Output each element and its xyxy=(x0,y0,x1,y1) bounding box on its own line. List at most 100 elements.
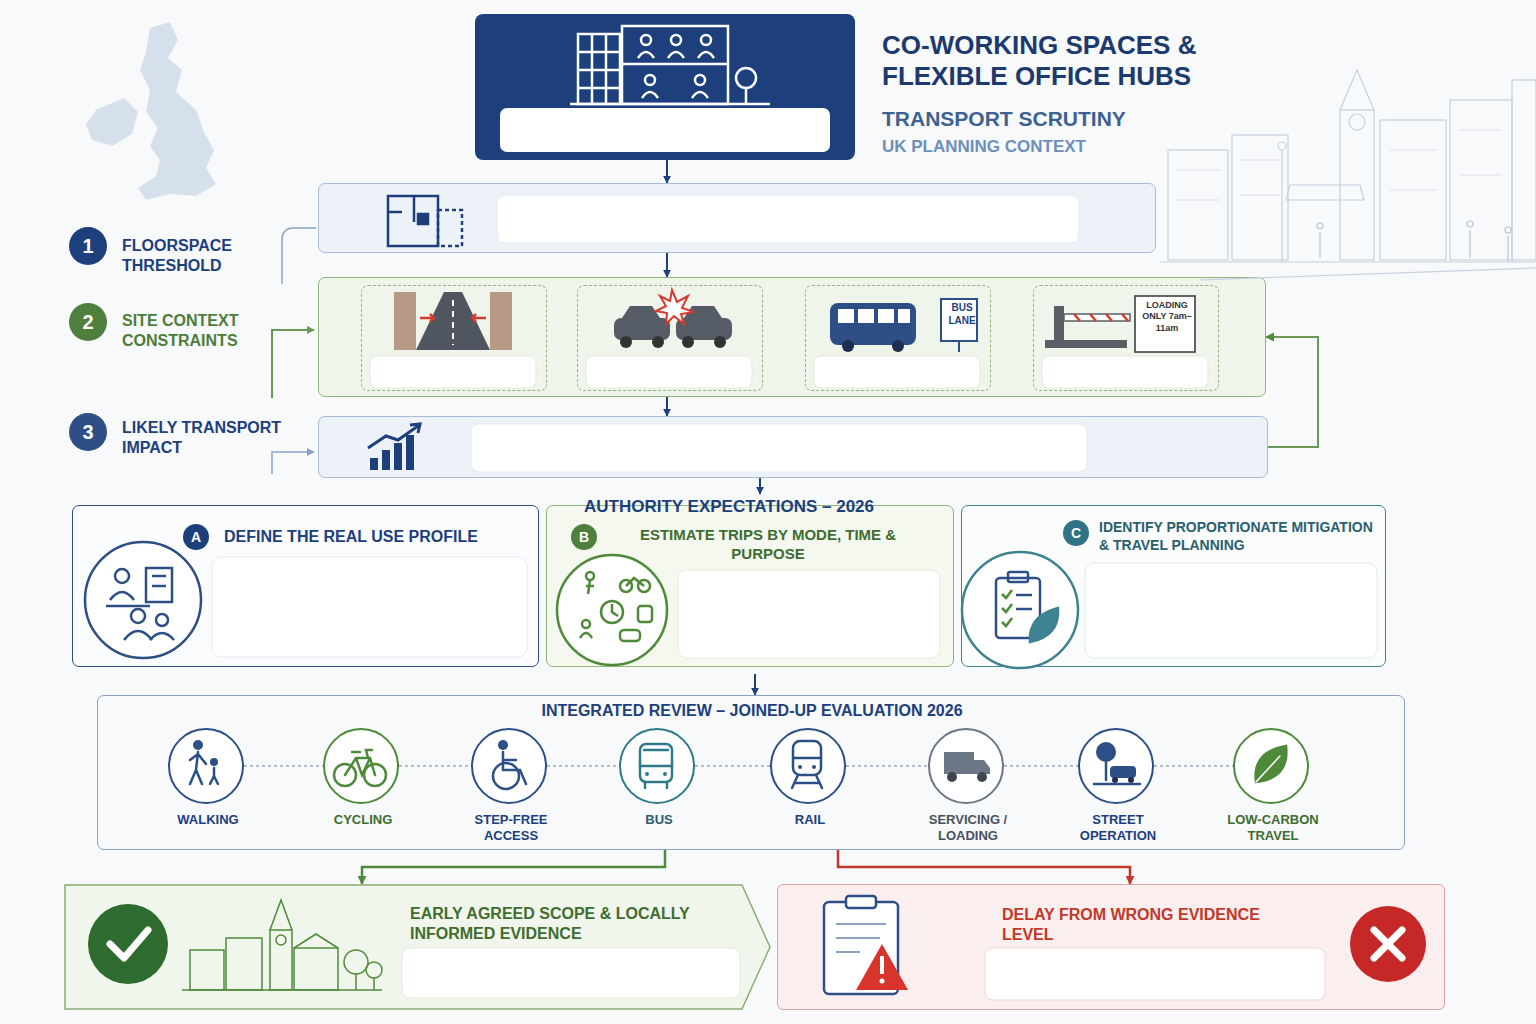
label-leaders xyxy=(272,452,314,474)
expectation-icons xyxy=(106,605,150,608)
expectation-icons xyxy=(152,575,166,578)
site-constraint-icons xyxy=(892,340,904,352)
outcome-icons xyxy=(846,896,876,908)
expectation-icons xyxy=(586,572,594,580)
expectation-icons xyxy=(1002,590,1012,626)
outcome-icons xyxy=(985,948,1325,1000)
mode-icons xyxy=(645,772,649,776)
street-sketch xyxy=(1390,189,1436,190)
hub-building-icon xyxy=(622,63,728,66)
site-constraint-icons xyxy=(898,309,910,323)
street-sketch xyxy=(1176,169,1220,170)
mode-icons xyxy=(812,765,816,769)
expectation-icons xyxy=(580,633,592,638)
flow-connector xyxy=(547,765,619,767)
hub-building-icon xyxy=(578,34,620,104)
label-leaders xyxy=(282,228,316,284)
floorplan-icon xyxy=(497,195,1079,243)
street-sketch xyxy=(1505,227,1511,233)
floorplan-icon xyxy=(418,214,428,224)
step-letter-badge: C xyxy=(1063,520,1089,546)
expectation-icons xyxy=(678,570,940,658)
site-constraint-icons xyxy=(416,292,490,350)
hub-building-icon xyxy=(698,52,714,58)
street-sketch xyxy=(1319,232,1320,258)
node-label: RAIL xyxy=(753,812,867,828)
outcome-icons xyxy=(880,979,885,984)
impact-band: LIKELY TRANSPORT IMPACT xyxy=(318,416,1268,478)
flow-connector xyxy=(666,160,668,183)
street-sketch xyxy=(1200,268,1536,280)
outcome-icons xyxy=(294,934,338,948)
node-label: DELAY FROM WRONG EVIDENCE LEVEL xyxy=(1002,905,1262,945)
expectation-icons xyxy=(110,592,134,600)
outcome-icons xyxy=(276,935,286,945)
mode-icons xyxy=(644,749,668,752)
expectation-icons xyxy=(1008,572,1028,582)
chevron-outline xyxy=(64,884,772,1010)
expectation-icons xyxy=(115,569,129,583)
impact-chart-icon xyxy=(410,424,420,433)
step-letter-badge: A xyxy=(183,524,209,550)
hub-building-icon xyxy=(641,35,651,45)
hub-header-box xyxy=(475,14,855,160)
expectation-box: BESTIMATE TRIPS BY MODE, TIME & PURPOSE xyxy=(546,505,954,667)
outcome-icons xyxy=(344,950,368,974)
node-label: DEFINE THE REAL USE PROFILE xyxy=(224,527,524,547)
expectation-icons xyxy=(586,580,594,594)
outcome-icons xyxy=(270,900,292,930)
flow-connector xyxy=(1266,337,1318,447)
outcome-icons xyxy=(355,974,357,990)
site-constraint-icons xyxy=(682,336,694,348)
mode-icons xyxy=(944,752,974,774)
street-sketch xyxy=(1450,100,1512,260)
mode-circle: STREET OPERATION xyxy=(1078,728,1154,804)
hub-building-icon xyxy=(500,108,830,152)
flow-connector xyxy=(695,765,770,767)
mode-circle: RAIL xyxy=(770,728,846,804)
constraint-box: BUS LANE xyxy=(805,285,991,391)
success-outcome: EARLY AGREED SCOPE & LOCALLY INFORMED EV… xyxy=(64,884,772,1010)
mode-icons xyxy=(1096,742,1116,762)
hub-building-icon xyxy=(642,92,658,98)
floorplan-icon xyxy=(388,195,1079,246)
impact-chart-icon xyxy=(406,435,414,470)
outcome-icons xyxy=(836,937,880,939)
mode-icons xyxy=(210,758,218,766)
site-constraint-icons xyxy=(830,303,916,345)
node-label: ESTIMATE TRIPS BY MODE, TIME & PURPOSE xyxy=(637,526,899,564)
street-sketch xyxy=(1512,80,1536,260)
hub-building-icon xyxy=(701,35,711,45)
mode-circle: STEP-FREE ACCESS xyxy=(471,728,547,804)
mode-icons xyxy=(364,764,386,786)
expectation-box: C IDENTIFY PROPORTIONATE MITIGATION & TRA… xyxy=(961,505,1386,667)
node-label: SERVICING / LOADING xyxy=(911,812,1025,845)
street-sketch xyxy=(1317,223,1323,229)
expectation-icons xyxy=(582,620,590,628)
site-constraint-icons xyxy=(858,309,874,323)
mode-icons xyxy=(793,741,821,775)
hub-building-icon xyxy=(622,26,728,104)
hub-building-icon xyxy=(695,75,705,85)
outcome-icons xyxy=(836,951,860,953)
node-label: STEP-FREE ACCESS xyxy=(454,812,568,845)
site-constraint-icons xyxy=(838,309,854,323)
expectation-icons xyxy=(1030,608,1058,642)
outcome-icons xyxy=(182,900,382,990)
street-sketch xyxy=(1467,221,1473,227)
expectation-icons xyxy=(131,609,145,623)
site-constraint-icons xyxy=(490,292,512,350)
street-sketch xyxy=(1460,174,1502,175)
node-label: IDENTIFY PROPORTIONATE MITIGATION & TRAV… xyxy=(1099,519,1379,554)
site-constraint-icons xyxy=(420,314,486,322)
outcome-icons xyxy=(373,978,375,990)
mode-icons xyxy=(798,765,802,769)
mode-icons xyxy=(1110,766,1136,778)
mode-icons xyxy=(645,782,667,788)
mode-icons xyxy=(334,764,356,786)
site-constraint-icons xyxy=(1074,314,1128,321)
site-constraint-icons xyxy=(842,340,854,352)
outcome-icons xyxy=(226,938,262,990)
outcome-icons xyxy=(88,904,168,984)
